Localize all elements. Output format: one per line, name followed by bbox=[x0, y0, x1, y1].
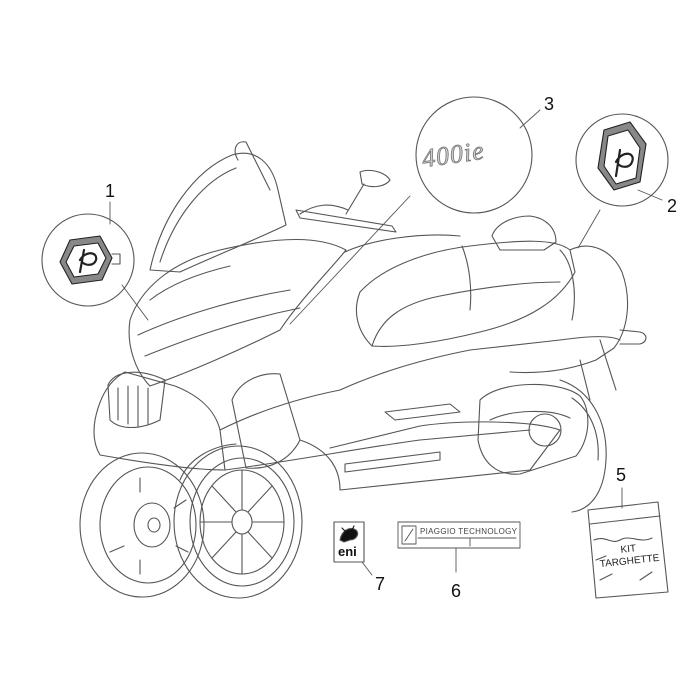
right-front-wheel bbox=[173, 443, 303, 599]
part-6-technology-plate bbox=[397, 521, 521, 549]
part-1-logo-badge bbox=[41, 213, 135, 307]
tech-plate-text: PIAGGIO TECHNOLOGY bbox=[420, 527, 518, 536]
callout-number-6: 6 bbox=[451, 581, 462, 601]
part-3-model-badge bbox=[415, 96, 533, 214]
callout-number-3: 3 bbox=[544, 94, 555, 114]
part-2-logo-badge bbox=[575, 113, 669, 207]
part-7-fuel-sticker bbox=[333, 521, 365, 563]
left-front-wheel bbox=[79, 452, 205, 598]
part-5-kit-bag bbox=[587, 501, 669, 599]
callout-number-5: 5 bbox=[616, 465, 627, 485]
fuel-sticker-text: eni bbox=[338, 544, 357, 559]
callout-number-1: 1 bbox=[105, 181, 116, 201]
scooter-outline bbox=[93, 141, 647, 513]
callout-number-2: 2 bbox=[667, 196, 678, 216]
callout-number-7: 7 bbox=[375, 574, 386, 594]
